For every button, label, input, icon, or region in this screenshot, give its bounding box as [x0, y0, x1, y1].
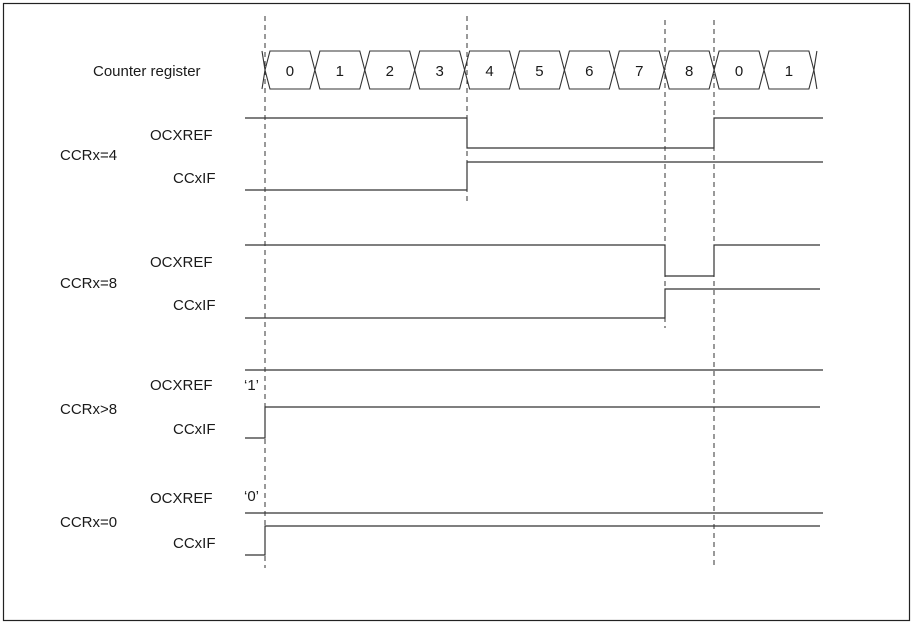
ccrx-gt-8-ocxref-label: OCXREF: [150, 377, 213, 394]
counter-cell: [513, 50, 565, 90]
counter-cell: [663, 50, 715, 90]
ccrx-4-ccxif-waveform: [245, 161, 823, 191]
counter-cell-value: 0: [286, 63, 294, 80]
counter-cell: [464, 50, 516, 90]
counter-cell-value: 1: [336, 63, 344, 80]
counter-register-label: Counter register: [93, 63, 201, 80]
ccrx-4-ocxref-waveform: [245, 117, 823, 149]
counter-cell: [613, 50, 665, 90]
ccrx-gt-8-ccxif-waveform: [245, 406, 820, 439]
counter-cell-value: 5: [535, 63, 543, 80]
ccrx-gt-8-level-note: ‘1’: [244, 377, 259, 394]
counter-cell-value: 4: [485, 63, 493, 80]
ccrx-0-ocxref-label: OCXREF: [150, 490, 213, 507]
ccrx-8-ccxif-waveform: [245, 288, 820, 319]
counter-cell: [563, 50, 615, 90]
counter-cell: [763, 50, 815, 90]
counter-cell-value: 7: [635, 63, 643, 80]
ccrx-gt-8-ccxif-label: CCxIF: [173, 421, 216, 438]
group-ccrx-8-label: CCRx=8: [60, 275, 117, 292]
ccrx-4-ocxref-label: OCXREF: [150, 127, 213, 144]
group-ccrx-0-label: CCRx=0: [60, 514, 117, 531]
counter-cell-value: 3: [435, 63, 443, 80]
ccrx-0-ccxif-waveform: [245, 525, 820, 556]
counter-cell: [364, 50, 416, 90]
ccrx-4-ccxif-label: CCxIF: [173, 170, 216, 187]
ccrx-0-ccxif-label: CCxIF: [173, 535, 216, 552]
ccrx-8-ocxref-label: OCXREF: [150, 254, 213, 271]
counter-cell-value: 6: [585, 63, 593, 80]
time-markers: [264, 16, 715, 568]
group-ccrx-4-label: CCRx=4: [60, 147, 117, 164]
counter-cell-value: 2: [386, 63, 394, 80]
ccrx-0-level-note: ‘0’: [244, 488, 259, 505]
counter-cell-value: 1: [785, 63, 793, 80]
counter-cell: [314, 50, 366, 90]
counter-cell-value: 0: [735, 63, 743, 80]
counter-register-row: 0 1 2 3 4 5 6 7 8 0 1: [261, 50, 818, 90]
counter-cell-value: 8: [685, 63, 693, 80]
ccrx-8-ocxref-waveform: [245, 244, 820, 277]
counter-cell: [414, 50, 466, 90]
counter-cell-edge: [813, 50, 818, 90]
group-ccrx-gt-8-label: CCRx>8: [60, 401, 117, 418]
ccrx-8-ccxif-label: CCxIF: [173, 297, 216, 314]
